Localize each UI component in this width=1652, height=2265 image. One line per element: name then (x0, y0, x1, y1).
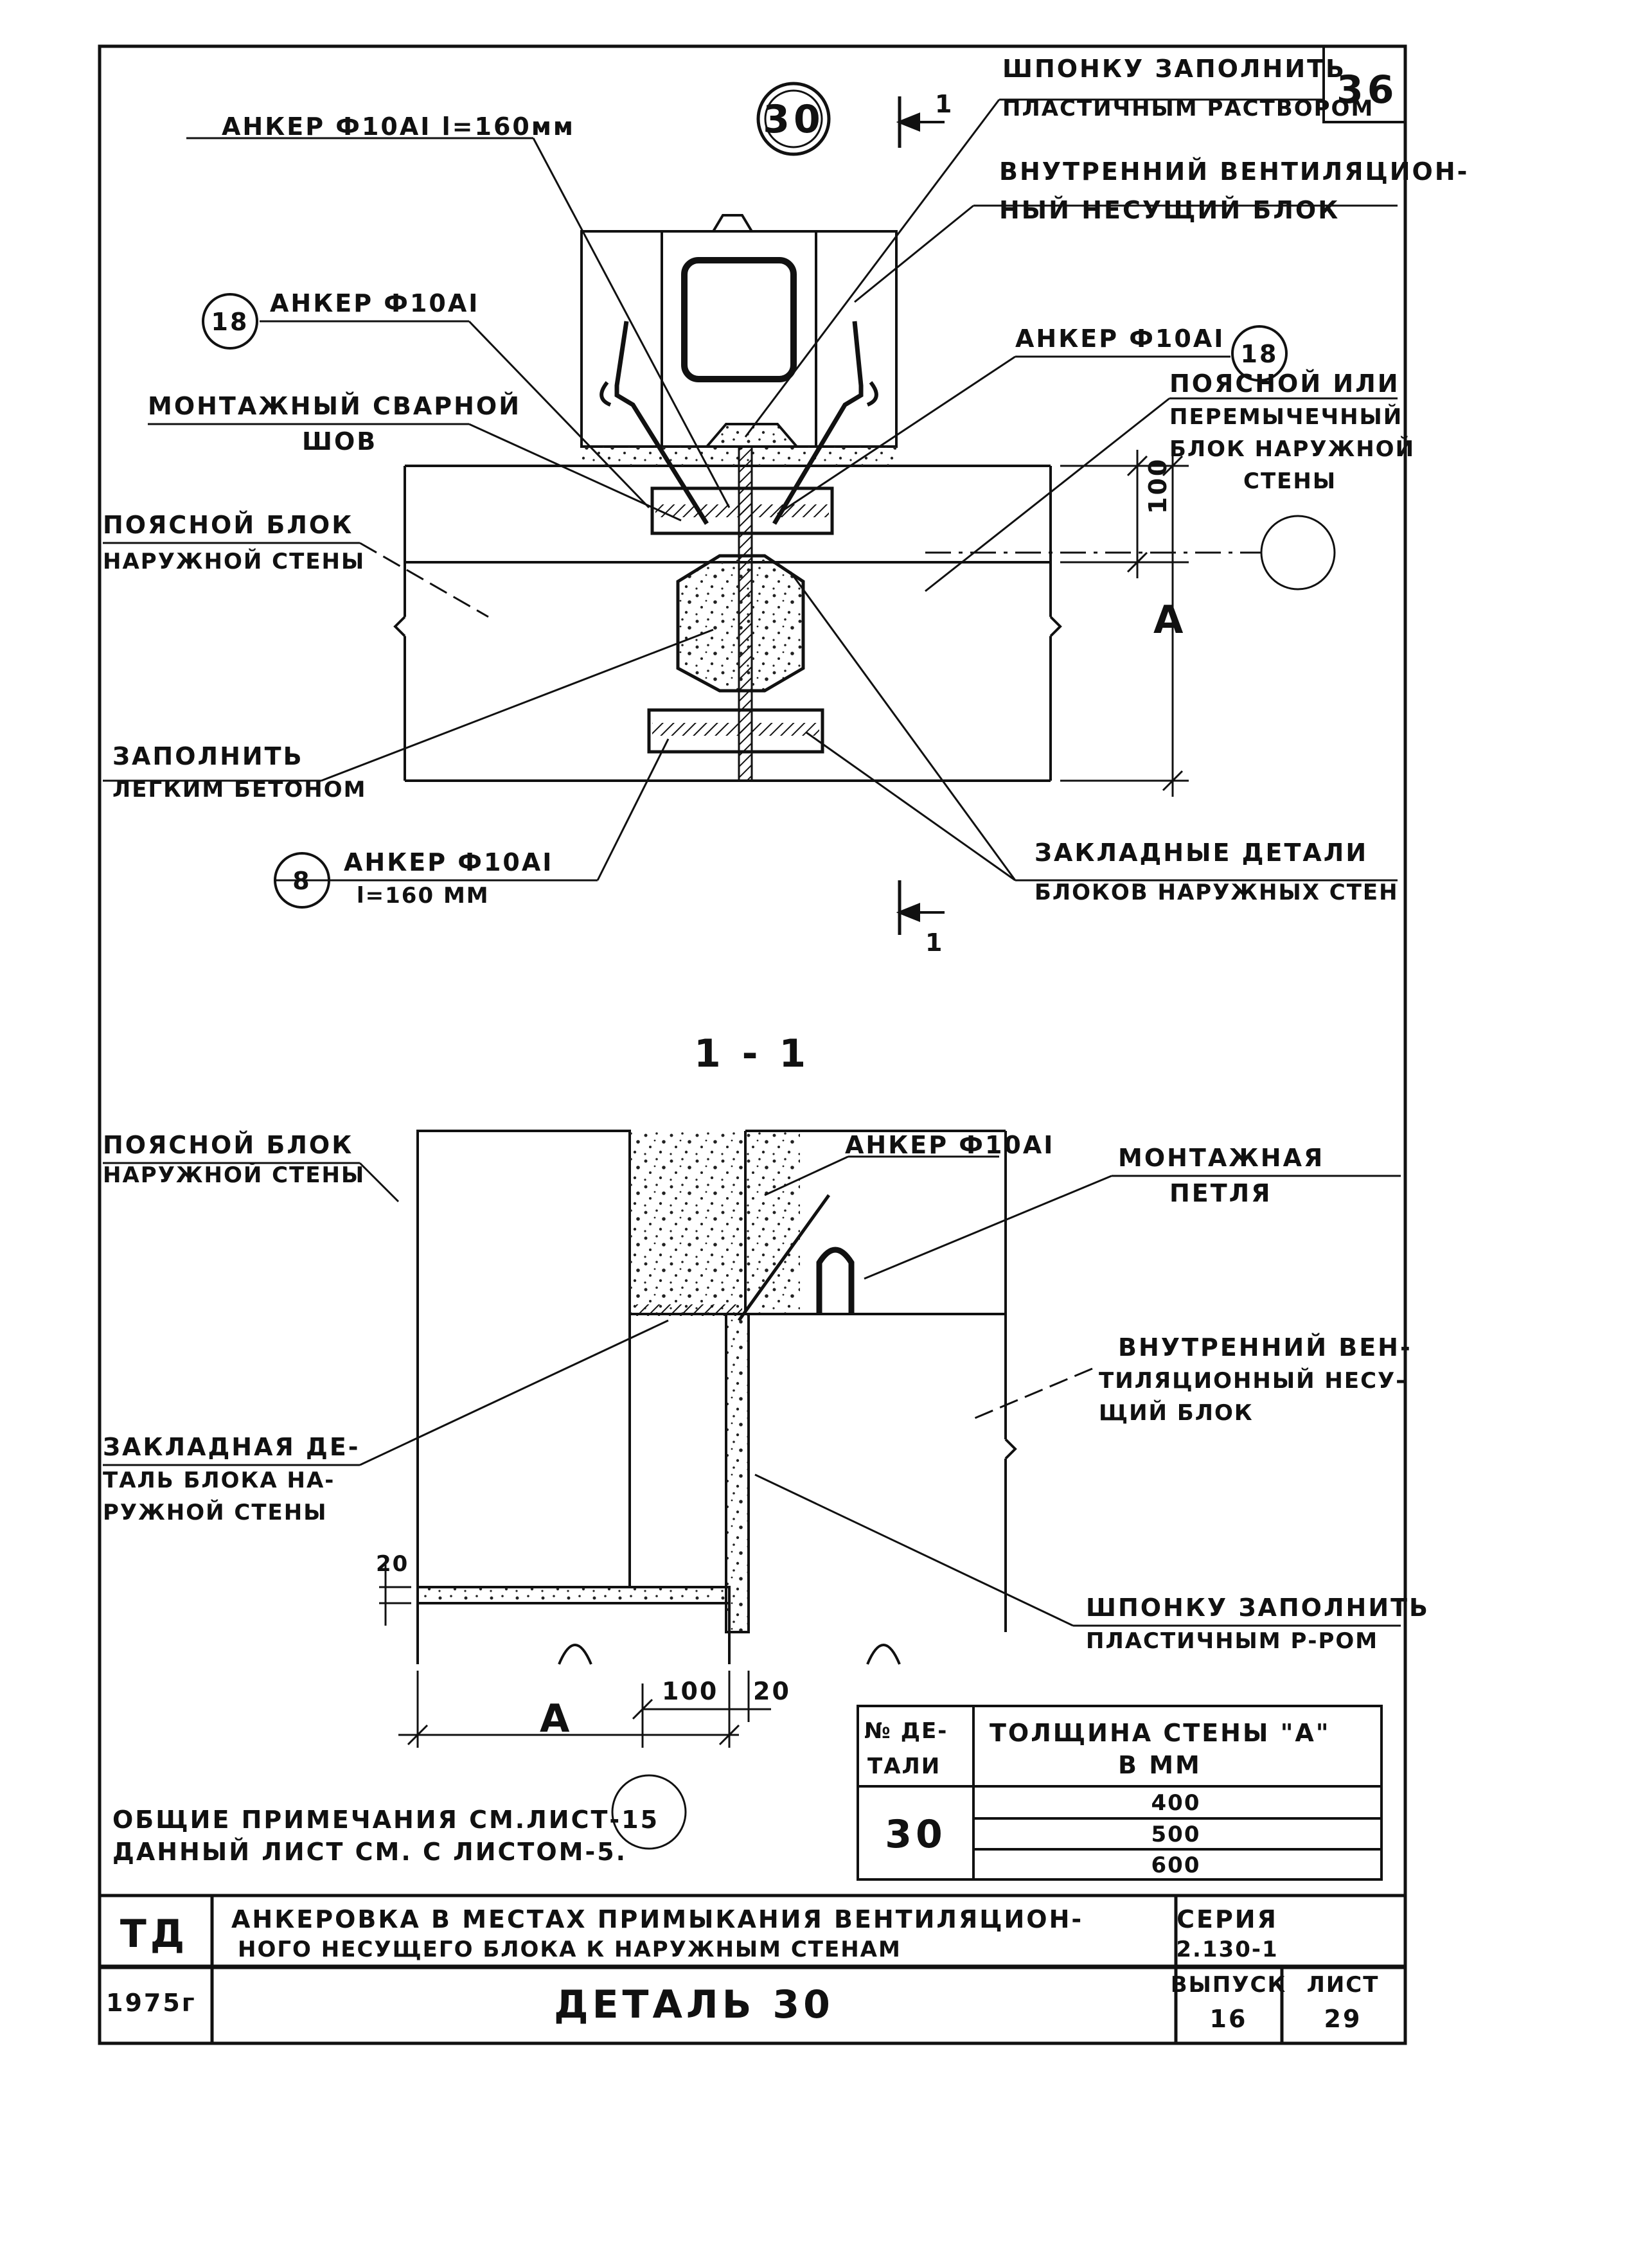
vent-channel (681, 257, 797, 382)
section-embedded-label-3: РУЖНОЙ СТЕНЫ (103, 1499, 327, 1525)
anchor-left-label: АНКЕР Ф10АI (270, 289, 479, 317)
table-detail: 30 (885, 1812, 946, 1857)
section-embedded-label-1: ЗАКЛАДНАЯ ДЕ- (103, 1433, 360, 1461)
anchor-bottom-label-1: АНКЕР Ф10АI (344, 848, 553, 876)
plan-dim-100: 100 (1144, 457, 1172, 514)
issue-label: ВЫПУСК (1171, 1972, 1287, 1998)
sheet-marker-text: 36 (1337, 67, 1398, 112)
loop-label-1: МОНТАЖНАЯ (1118, 1144, 1324, 1172)
section-title: 1 - 1 (694, 1031, 810, 1076)
right-block-label-1: ПОЯСНОЙ ИЛИ (1169, 369, 1400, 398)
section-inner-label-1: ВНУТРЕННИЙ ВЕН- (1118, 1333, 1412, 1362)
light-concrete-fill (676, 554, 805, 693)
thickness-table (857, 1705, 1383, 1881)
anchor-left-rod (614, 321, 709, 525)
section-left-block-label-1: ПОЯСНОЙ БЛОК (103, 1131, 353, 1159)
plan-view (103, 96, 1398, 935)
weld-label-2: ШОВ (302, 427, 377, 456)
embedded-label-1: ЗАКЛАДНЫЕ ДЕТАЛИ (1035, 839, 1368, 867)
table-header-col2-l2: В ММ (1118, 1751, 1202, 1779)
table-value-400: 400 (1151, 1790, 1201, 1816)
plan-dim-a: А (1153, 598, 1187, 643)
sheet-value: 29 (1324, 2005, 1362, 2033)
callout-8-text: 8 (292, 867, 311, 895)
section-embedded-label-2: ТАЛЬ БЛОКА НА- (103, 1468, 335, 1493)
anchor-bottom-label-2: l=160 ММ (357, 883, 490, 909)
section-anchor-label: АНКЕР Ф10АI (845, 1131, 1054, 1159)
callout-30-text: 30 (763, 97, 824, 142)
cut-mark-bottom: 1 (925, 928, 944, 957)
left-block-label-1: ПОЯСНОЙ БЛОК (103, 511, 353, 539)
fill-label-2: ЛЕГКИМ БЕТОНОМ (112, 777, 366, 803)
issue-value: 16 (1210, 2005, 1248, 2033)
title-line-2: НОГО НЕСУЩЕГО БЛОКА К НАРУЖНЫМ СТЕНАМ (238, 1937, 901, 1962)
left-block-label-2: НАРУЖНОЙ СТЕНЫ (103, 548, 365, 574)
axis-marker-right (1260, 515, 1336, 591)
callout-18-right: 18 (1231, 325, 1288, 382)
section-left-block (416, 1130, 631, 1588)
axis-marker-bottom (611, 1774, 687, 1850)
section-key-joint (725, 1313, 750, 1633)
right-block-label-4: СТЕНЫ (1243, 468, 1337, 494)
sheet-label: ЛИСТ (1307, 1972, 1380, 1998)
title-org: ТД (120, 1912, 188, 1957)
inner-vent-block (580, 230, 898, 448)
key-filler-label-1: ШПОНКУ ЗАПОЛНИТЬ (1002, 55, 1346, 83)
table-header-col1-l2: ТАЛИ (867, 1754, 941, 1779)
title-line-1: АНКЕРОВКА В МЕСТАХ ПРИМЫКАНИЯ ВЕНТИЛЯЦИО… (231, 1905, 1083, 1933)
inner-block-label-1: ВНУТРЕННИЙ ВЕНТИЛЯЦИОН- (999, 157, 1469, 186)
callout-18-left-text: 18 (211, 308, 249, 336)
sheet-marker: 36 (1322, 45, 1407, 123)
series-value: 2.130-1 (1176, 1937, 1278, 1962)
callout-18-right-text: 18 (1241, 340, 1279, 368)
embedded-label-2: БЛОКОВ НАРУЖНЫХ СТЕН (1035, 880, 1399, 905)
embedded-plate-top (650, 486, 834, 535)
section-inner-label-3: ЩИЙ БЛОК (1099, 1399, 1254, 1426)
inner-block-label-2: НЫЙ НЕСУЩИЙ БЛОК (999, 196, 1340, 224)
title-year: 1975г (106, 1989, 197, 2017)
section-dim-a: А (540, 1696, 573, 1741)
title-block (98, 1894, 1407, 2045)
anchor-right-rod (772, 321, 864, 525)
callout-8: 8 (274, 852, 330, 909)
series-label: СЕРИЯ (1177, 1905, 1278, 1933)
loop-label-2: ПЕТЛЯ (1169, 1179, 1272, 1207)
anchor-top-label: АНКЕР Ф10АI l=160мм (222, 112, 575, 141)
section-inner-label-2: ТИЛЯЦИОННЫЙ НЕСУ- (1099, 1367, 1406, 1394)
key-filler-label-2: ПЛАСТИЧНЫМ РАСТВОРОМ (1002, 96, 1374, 121)
table-header-col2-l1: ТОЛЩИНА СТЕНЫ "А" (990, 1719, 1331, 1747)
section-view (103, 1130, 1401, 1850)
section-left-block-label-2: НАРУЖНОЙ СТЕНЫ (103, 1162, 365, 1188)
section-dim-20: 20 (753, 1677, 791, 1705)
callout-18-left: 18 (202, 293, 258, 350)
section-key-label-1: ШПОНКУ ЗАПОЛНИТЬ (1086, 1594, 1430, 1622)
table-header-col1-l1: № ДЕ- (864, 1718, 948, 1744)
embedded-plate-bottom (647, 708, 824, 754)
section-dim-20-vertical: 20 (376, 1551, 409, 1577)
section-dim-100: 100 (662, 1677, 718, 1705)
detail-title: ДЕТАЛЬ 30 (554, 1982, 834, 2027)
table-value-500: 500 (1151, 1822, 1201, 1847)
section-key-label-2: ПЛАСТИЧНЫМ Р-РОМ (1086, 1628, 1378, 1654)
key-joint (704, 423, 800, 448)
anchor-right-label: АНКЕР Ф10АI (1015, 324, 1225, 353)
callout-30: 30 (756, 82, 831, 156)
right-block-label-3: БЛОК НАРУЖНОЙ (1169, 436, 1415, 462)
cut-mark-top: 1 (935, 90, 954, 118)
weld-label-1: МОНТАЖНЫЙ СВАРНОЙ (148, 392, 521, 420)
notes-line-1: ОБЩИЕ ПРИМЕЧАНИЯ СМ.ЛИСТ-15 (112, 1806, 659, 1834)
notes-line-2: ДАННЫЙ ЛИСТ СМ. С ЛИСТОМ-5. (112, 1838, 627, 1866)
fill-label-1: ЗАПОЛНИТЬ (112, 742, 304, 770)
mounting-loop (816, 1247, 855, 1314)
right-block-label-2: ПЕРЕМЫЧЕЧНЫЙ (1169, 404, 1403, 430)
table-value-600: 600 (1151, 1852, 1201, 1878)
